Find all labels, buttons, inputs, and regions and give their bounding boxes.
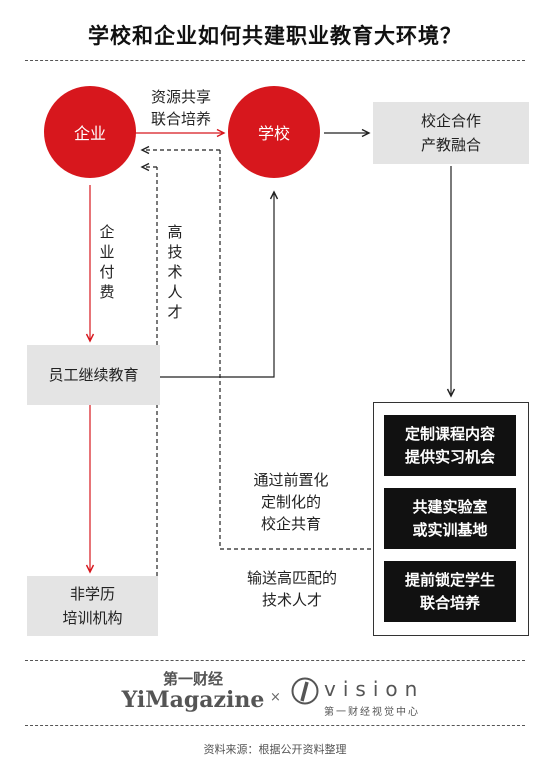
source-note: 资料来源：根据公开资料整理 — [203, 743, 347, 756]
integration-line-1: 校企合作 — [420, 112, 481, 130]
enterprise-pays-label: 企业付费 — [99, 223, 115, 301]
yimagazine-logo-top: 第一财经 — [162, 670, 223, 688]
non-degree-box: 非学历 培训机构 — [27, 576, 158, 636]
non-degree-line-1: 非学历 — [69, 585, 115, 603]
enterprise-node: 企业 — [44, 86, 136, 178]
footer-divider-bottom — [25, 725, 525, 726]
deliver-matched-line-1: 输送高匹配的 — [246, 569, 337, 587]
vision-logo-sub: 第一财经视觉中心 — [324, 707, 420, 718]
top-divider — [25, 60, 525, 61]
dashed-return-upper — [219, 150, 372, 550]
pre-customized-line-1: 通过前置化 — [253, 471, 329, 489]
arrow-employee-ed-to-school — [160, 190, 279, 378]
high-skill-talent-label: 高技术人才 — [167, 223, 183, 321]
vision-logo: vision 第一财经视觉中心 — [324, 677, 424, 718]
page-title: 学校和企业如何共建职业教育大环境？ — [88, 24, 462, 48]
outcome-3-line-1: 提前锁定学生 — [404, 570, 495, 589]
school-node: 学校 — [228, 86, 320, 178]
yimagazine-logo-main: YiMagazine — [121, 687, 265, 713]
yimagazine-logo: 第一财经 YiMagazine — [118, 668, 268, 713]
outcome-3-line-2: 联合培养 — [419, 593, 480, 612]
pre-customized-label: 通过前置化 定制化的 校企共育 — [226, 469, 356, 535]
pre-customized-line-2: 定制化的 — [260, 493, 321, 511]
school-label: 学校 — [257, 124, 290, 143]
pre-customized-line-3: 校企共育 — [260, 515, 321, 533]
resource-sharing-label: 资源共享 联合培养 — [136, 86, 226, 130]
times-separator: × — [270, 690, 281, 705]
resource-sharing-line-1: 资源共享 — [150, 88, 211, 106]
employee-education-box: 员工继续教育 — [27, 345, 160, 405]
outcome-box-2: 共建实验室 或实训基地 — [384, 488, 516, 549]
outcome-2-line-2: 或实训基地 — [412, 520, 488, 539]
vision-logo-word: vision — [324, 677, 425, 701]
footer-divider-top — [25, 660, 525, 661]
non-degree-line-2: 培训机构 — [62, 609, 123, 627]
resource-sharing-line-2: 联合培养 — [150, 110, 211, 128]
vision-mark-icon — [291, 677, 319, 705]
deliver-matched-label: 输送高匹配的 技术人才 — [222, 567, 362, 611]
employee-education-label: 员工继续教育 — [48, 366, 139, 384]
enterprise-label: 企业 — [73, 124, 106, 143]
outcome-box-3: 提前锁定学生 联合培养 — [384, 561, 516, 622]
outcome-2-line-1: 共建实验室 — [412, 497, 488, 516]
outcome-1-line-1: 定制课程内容 — [404, 424, 495, 443]
outcome-1-line-2: 提供实习机会 — [404, 447, 495, 466]
integration-box: 校企合作 产教融合 — [373, 102, 529, 164]
deliver-matched-line-2: 技术人才 — [261, 591, 322, 609]
integration-line-2: 产教融合 — [420, 136, 481, 154]
outcome-box-1: 定制课程内容 提供实习机会 — [384, 415, 516, 476]
